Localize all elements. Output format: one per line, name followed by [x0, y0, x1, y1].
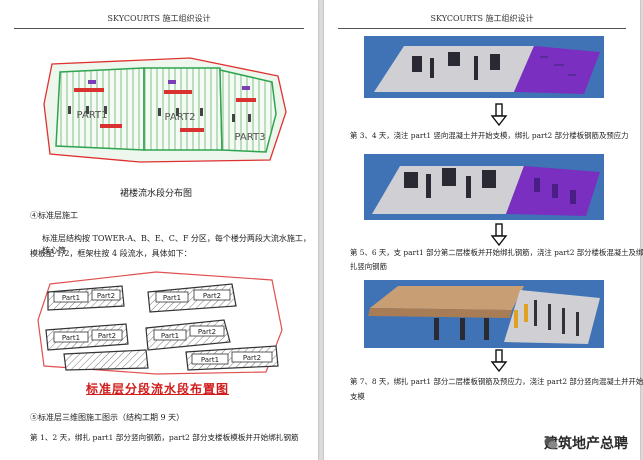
step-description: 第 5、6 天，支 part1 部分第二层楼板并开始绑扎钢筋，浇注 part2 …: [350, 248, 643, 257]
body-line: 模板配 1/2，框架柱按 4 段流水，具体如下：: [30, 249, 192, 258]
segment-label: Part1: [161, 332, 179, 340]
body-line: 标准层结构按 TOWER-A、B、E、C、F 分区，每个楼分两段大流水施工，核心…: [42, 234, 311, 255]
segment-label: Part1: [163, 294, 181, 302]
zone-label-part1: PART1: [77, 110, 108, 121]
step-description: 第 3、4 天，浇注 part1 竖向混凝土并开始支模，绑扎 part2 部分楼…: [350, 131, 629, 140]
zone-label-part3: PART3: [235, 132, 266, 143]
construction-3d-step2: [364, 154, 604, 220]
section-title: ⑤标准层三维图施工图示（结构工期 9 天）: [30, 413, 185, 422]
segment-label: Part1: [62, 334, 80, 342]
construction-3d-step1: [364, 36, 604, 98]
down-arrow-icon: [490, 223, 508, 247]
section-title: ④标准层施工: [30, 211, 78, 220]
document-page-left: SKYCOURTS 施工组织设计 PART1 PART: [0, 0, 318, 460]
segment-label: Part2: [243, 354, 261, 362]
wechat-icon: [544, 437, 558, 449]
header-rule: [338, 28, 626, 29]
document-page-right: SKYCOURTS 施工组织设计 第 3、4 天，浇注 part1 竖向混凝土并…: [324, 0, 643, 460]
header-rule: [14, 28, 304, 29]
step-description: 第 7、8 天，绑扎 part1 部分二层楼板钢筋及预应力，浇注 part2 部…: [350, 377, 643, 386]
segment-label: Part1: [62, 294, 80, 302]
figure-title-red: 标准层分段流水段布置图: [86, 382, 230, 396]
segment-label: Part2: [203, 292, 221, 300]
down-arrow-icon: [490, 103, 508, 127]
segment-label: Part1: [201, 356, 219, 364]
segment-label: Part2: [98, 332, 116, 340]
page-header: SKYCOURTS 施工组织设计: [107, 14, 211, 23]
construction-3d-step3: [364, 280, 604, 348]
watermark: 建筑地产总聘: [540, 432, 632, 454]
page-header: SKYCOURTS 施工组织设计: [430, 14, 534, 23]
step-description: 支模: [350, 392, 365, 401]
segment-label: Part2: [97, 292, 115, 300]
zone-label-part2: PART2: [165, 112, 196, 123]
segment-label: Part2: [198, 328, 216, 336]
down-arrow-icon: [490, 349, 508, 373]
body-line: 第 1、2 天，绑扎 part1 部分竖向钢筋，part2 部分支楼板模板并开始…: [30, 433, 299, 442]
figure-caption: 裙楼流水段分布图: [120, 189, 193, 199]
step-description: 扎竖向钢筋: [350, 262, 387, 271]
watermark-text: 建筑地产总聘: [544, 436, 628, 452]
standard-floor-segment-diagram: Part1 Part2 Part1 Part2 Part1 Part2 Part…: [37, 271, 283, 375]
podium-zone-diagram: PART1 PART2 PART3: [43, 57, 287, 163]
